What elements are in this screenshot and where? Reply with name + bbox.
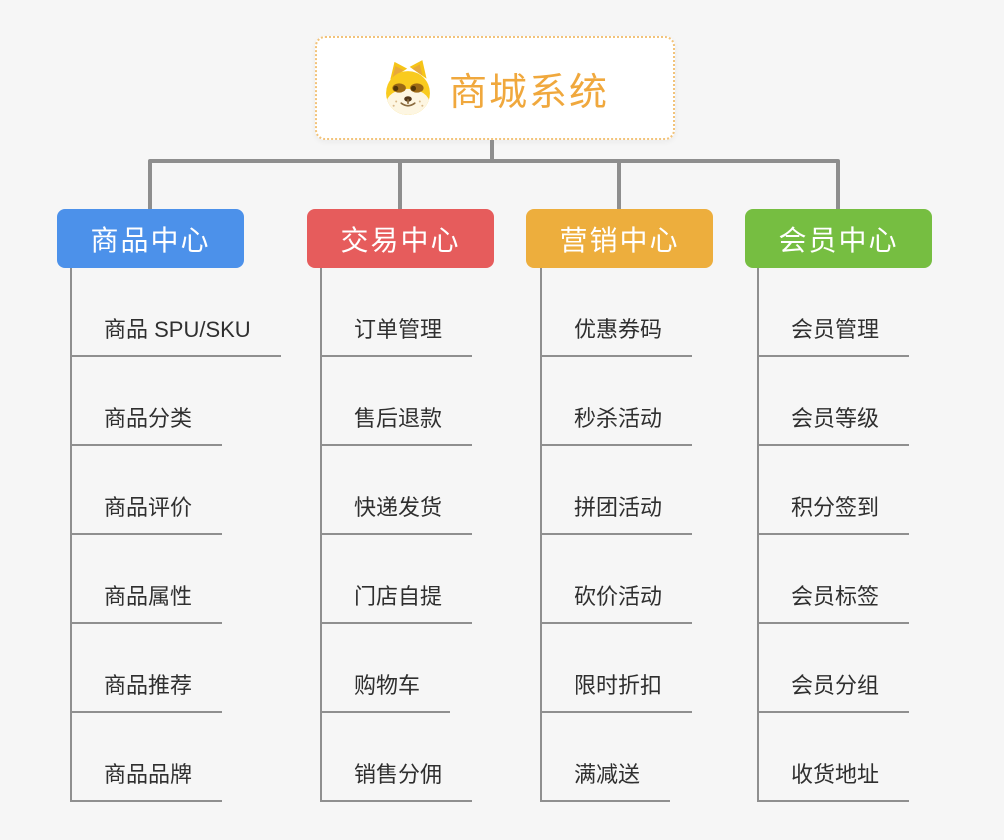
connector-drop-trade [398,161,402,209]
leaf-topic[interactable]: 售后退款 [320,402,473,446]
leaf-topic[interactable]: 商品品牌 [70,758,223,802]
connector-bus [148,159,840,163]
leaf-topic[interactable]: 优惠券码 [540,313,693,357]
root-topic[interactable]: 商城系统 [315,36,675,140]
leaf-topic[interactable]: 满减送 [540,758,671,802]
leaf-topic[interactable]: 会员标签 [757,580,910,624]
leaf-topic[interactable]: 快递发货 [320,491,473,535]
leaf-topic[interactable]: 积分签到 [757,491,910,535]
branch-node-product-center[interactable]: 商品中心 [57,209,244,268]
connector-drop-member [836,161,840,209]
leaf-topic[interactable]: 商品 SPU/SKU [70,313,281,357]
connector-drop-marketing [617,161,621,209]
leaf-topic[interactable]: 收货地址 [757,758,910,802]
dog-face-icon [386,60,430,115]
leaf-topic[interactable]: 商品评价 [70,491,223,535]
branch-node-member-center[interactable]: 会员中心 [745,209,932,268]
leaf-topic[interactable]: 会员管理 [757,313,910,357]
leaf-topic[interactable]: 砍价活动 [540,580,693,624]
branch-label: 交易中心 [340,224,461,256]
leaf-topic[interactable]: 销售分佣 [320,758,473,802]
root-topic-title: 商城系统 [448,71,609,114]
branch-label: 会员中心 [778,224,899,256]
connector-drop-product [148,161,152,209]
leaf-topic[interactable]: 拼团活动 [540,491,693,535]
leaf-topic[interactable]: 订单管理 [320,313,473,357]
branch-label: 营销中心 [559,224,680,256]
leaf-topic[interactable]: 会员等级 [757,402,910,446]
branch-label: 商品中心 [90,224,211,256]
leaf-topic[interactable]: 商品分类 [70,402,223,446]
leaf-topic[interactable]: 限时折扣 [540,669,693,713]
leaf-topic[interactable]: 会员分组 [757,669,910,713]
branch-node-marketing-center[interactable]: 营销中心 [526,209,713,268]
leaf-topic[interactable]: 秒杀活动 [540,402,693,446]
branch-node-trade-center[interactable]: 交易中心 [307,209,494,268]
leaf-topic[interactable]: 门店自提 [320,580,473,624]
leaf-topic[interactable]: 商品属性 [70,580,223,624]
leaf-topic[interactable]: 商品推荐 [70,669,223,713]
connector-root-drop [490,140,494,163]
leaf-topic[interactable]: 购物车 [320,669,451,713]
